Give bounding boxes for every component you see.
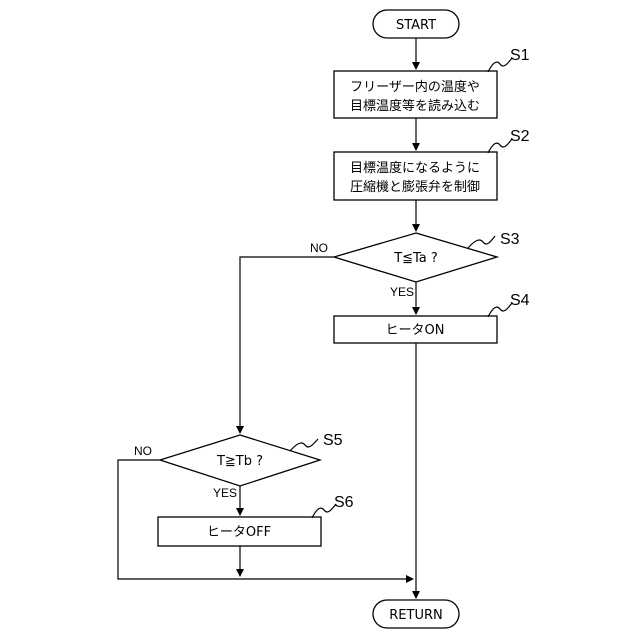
connector-s3-no-s5: [240, 257, 334, 433]
s3-yes-label: YES: [390, 285, 414, 299]
s3-no-label: NO: [310, 241, 328, 255]
s4-text: ヒータON: [386, 323, 445, 338]
s5-yes-label: YES: [213, 486, 237, 500]
s4-leader-line: [488, 303, 512, 317]
decision-diamond-s3: T≦Ta ?: [334, 233, 497, 282]
s3-condition: T≦Ta ?: [393, 251, 438, 266]
s2-text-line2: 圧縮機と膨張弁を制御: [350, 179, 480, 195]
s2-step-label: S2: [510, 128, 530, 145]
s5-step-label: S5: [323, 432, 343, 449]
s1-step-label: S1: [510, 47, 530, 64]
process-box-s1: フリーザー内の温度や 目標温度等を読み込む: [334, 71, 497, 118]
process-box-s6: ヒータOFF: [158, 517, 321, 546]
s1-leader-line: [488, 58, 512, 72]
return-label: RETURN: [389, 608, 442, 623]
s1-text-line2: 目標温度等を読み込む: [350, 98, 480, 114]
s2-text-line1: 目標温度になるように: [350, 160, 480, 176]
process-box-s2: 目標温度になるように 圧縮機と膨張弁を制御: [334, 152, 497, 200]
s6-text: ヒータOFF: [207, 525, 271, 540]
s5-condition: T≧Tb ?: [216, 454, 263, 469]
s6-leader-line: [312, 504, 336, 518]
s1-text-line1: フリーザー内の温度や: [350, 79, 480, 95]
s3-leader-line: [468, 236, 495, 248]
s6-step-label: S6: [334, 494, 354, 511]
s5-leader-line: [290, 439, 318, 451]
s5-no-label: NO: [134, 444, 152, 458]
return-terminal: RETURN: [373, 600, 459, 628]
decision-diamond-s5: T≧Tb ?: [160, 435, 320, 486]
start-terminal: START: [373, 10, 459, 38]
s3-step-label: S3: [500, 231, 520, 248]
s2-leader-line: [488, 139, 512, 153]
process-box-s4: ヒータON: [334, 316, 497, 343]
start-label: START: [396, 18, 436, 33]
s4-step-label: S4: [510, 292, 530, 309]
